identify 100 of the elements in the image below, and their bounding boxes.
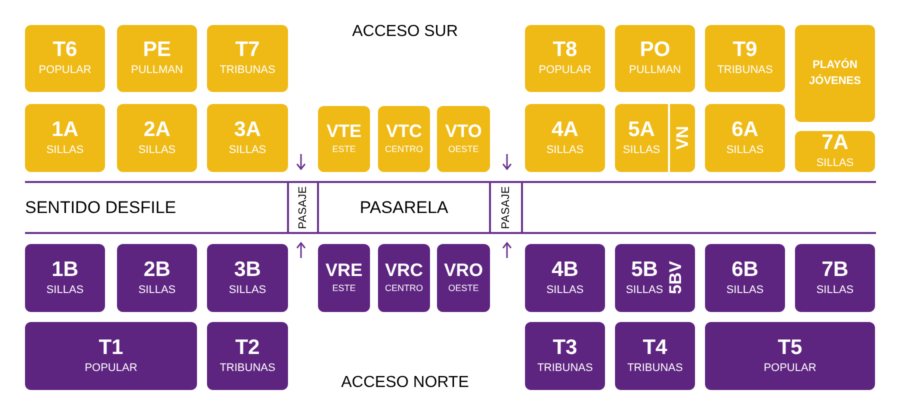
band-label: PASARELA [360,196,448,219]
seating-block [795,131,875,172]
access-label: ACCESO NORTE [341,373,469,393]
block-code: T6 [52,39,78,60]
block-label: SILLAS [228,144,266,158]
block-label: SILLAS [138,284,176,298]
seating-block [705,322,875,390]
block-code: 4B [552,258,578,280]
seating-block [525,244,605,312]
block-label: PULLMAN [629,64,681,78]
block-code: 7B [822,258,848,280]
block-label: TRIBUNAS [627,362,683,376]
block-label: SILLAS [626,284,664,298]
block-code: VTO [445,122,482,140]
seating-block [25,25,105,92]
seating-block [25,322,197,390]
seating-block [117,25,197,92]
seating-block [117,244,197,312]
section-code: VN [674,126,691,150]
block-code: T5 [778,336,802,358]
block-code: 4A [552,118,578,140]
block-label: POPULAR [538,64,592,78]
seating-block [207,104,288,172]
seating-block [525,322,605,390]
seating-block [795,244,875,312]
block-label: ESTE [332,283,356,295]
block-code: VTC [386,122,422,140]
seating-block [615,25,695,92]
seating-block [318,244,370,312]
access-label: ACCESO SUR [352,22,458,42]
block-label: POPULAR [38,64,92,78]
block-code: 3A [234,118,261,140]
block-label: SILLAS [622,144,660,158]
block-label: SILLAS [228,284,266,298]
block-code: VTE [326,122,362,140]
seating-block [437,106,490,172]
section-code: 5BV [667,261,684,295]
block-label: SILLAS [816,157,854,171]
block-code: PE [142,39,171,60]
passage-label: PASAJE [296,186,310,230]
block-code: T2 [235,336,260,358]
block-code: 1B [52,258,78,280]
block-label: ESTE [332,144,356,156]
block-code: 3B [234,258,261,280]
seating-block [25,244,105,312]
block-code: T4 [642,336,668,358]
block-code: VRE [325,261,362,280]
block-code: T8 [552,39,578,60]
block-code: T3 [552,336,578,358]
block-code: 2A [144,118,170,140]
block-label: SILLAS [726,284,764,298]
block-label: POPULAR [84,362,138,376]
block-label: SILLAS [726,144,764,158]
block-label: TRIBUNAS [220,362,276,376]
seating-block [705,244,785,312]
seating-block [525,104,605,172]
seating-block [207,244,288,312]
seating-block [378,106,430,172]
block-label: CENTRO [385,144,423,156]
block-label: SILLAS [546,284,584,298]
block-label: CENTRO [384,283,423,295]
block-label: SILLAS [46,284,84,298]
block-code: PO [640,39,670,60]
block-label: SILLAS [546,144,584,158]
seating-block [378,244,430,312]
seating-block [705,104,785,172]
block-code: 5A [628,118,655,140]
seating-block [437,244,490,312]
seating-block [525,25,605,92]
block-code: 6A [732,118,758,140]
block-label: TRIBUNAS [537,362,593,376]
block-code: 2B [144,258,170,280]
block-label: TRIBUNAS [220,64,276,78]
block-code: T1 [98,336,124,358]
block-code: VRC [384,261,423,280]
seating-block [615,322,695,390]
seating-block [795,25,875,122]
passage-label: PASAJE [498,186,513,230]
seating-block [615,244,695,312]
block-code: 7A [822,132,848,154]
block-code: 6B [732,258,758,280]
band-label: SENTIDO DESFILE [25,196,176,219]
block-label: PLAYÓN JÓVENES [808,58,862,88]
block-label: PULLMAN [131,64,183,78]
block-label: SILLAS [138,144,176,158]
block-code: T9 [732,39,758,60]
block-label: POPULAR [764,362,816,376]
block-label: SILLAS [46,144,84,158]
seating-block [117,104,197,172]
seating-block [207,25,288,92]
block-code: 5B [631,258,658,280]
seating-block [705,25,785,92]
seating-block [615,104,695,172]
block-label: TRIBUNAS [717,64,773,78]
block-code: 1A [52,118,78,140]
seating-block [318,106,370,172]
block-label: OESTE [448,144,479,156]
seating-block [207,322,288,390]
block-label: SILLAS [816,284,854,298]
block-code: VRO [444,261,483,280]
